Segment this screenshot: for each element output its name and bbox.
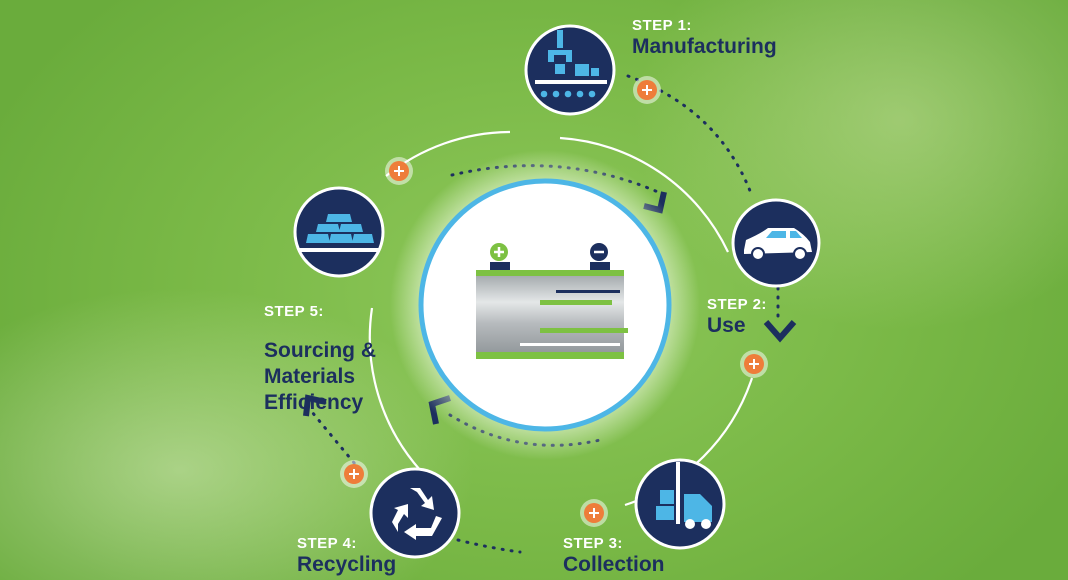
plus-marker-icon (385, 157, 413, 185)
step-number: STEP 2: (707, 296, 767, 313)
step-2-label: STEP 2: Use (707, 296, 767, 338)
gold-bars-icon (293, 186, 385, 278)
step-name: Manufacturing (632, 35, 777, 58)
step-number: STEP 1: (632, 17, 692, 34)
chevron-step2-icon (763, 320, 797, 343)
plus-marker-icon (740, 350, 768, 378)
battery-icon (476, 243, 628, 359)
step-1-label: STEP 1: Manufacturing (632, 17, 777, 59)
plus-markers (340, 76, 768, 527)
recycle-icon (369, 467, 461, 559)
step-4-label: STEP 4: Recycling (297, 535, 396, 577)
forklift-icon (634, 458, 726, 550)
plus-marker-icon (580, 499, 608, 527)
plus-marker-icon (340, 460, 368, 488)
step-5-label: STEP 5: Sourcing & Materials Efficiency (264, 285, 414, 434)
step-name: Recycling (297, 553, 397, 576)
step-number: STEP 5: (264, 303, 324, 320)
step-number: STEP 4: (297, 535, 357, 552)
factory-assembly-icon (524, 24, 616, 116)
plus-marker-icon (633, 76, 661, 104)
step-3-label: STEP 3: Collection (563, 535, 665, 577)
step-name: Sourcing & Materials Efficiency (264, 339, 377, 414)
step-number: STEP 3: (563, 535, 623, 552)
step-name: Collection (563, 553, 665, 576)
step-name: Use (707, 314, 746, 337)
car-icon (731, 198, 821, 288)
chevron-step5-icon (303, 394, 327, 417)
